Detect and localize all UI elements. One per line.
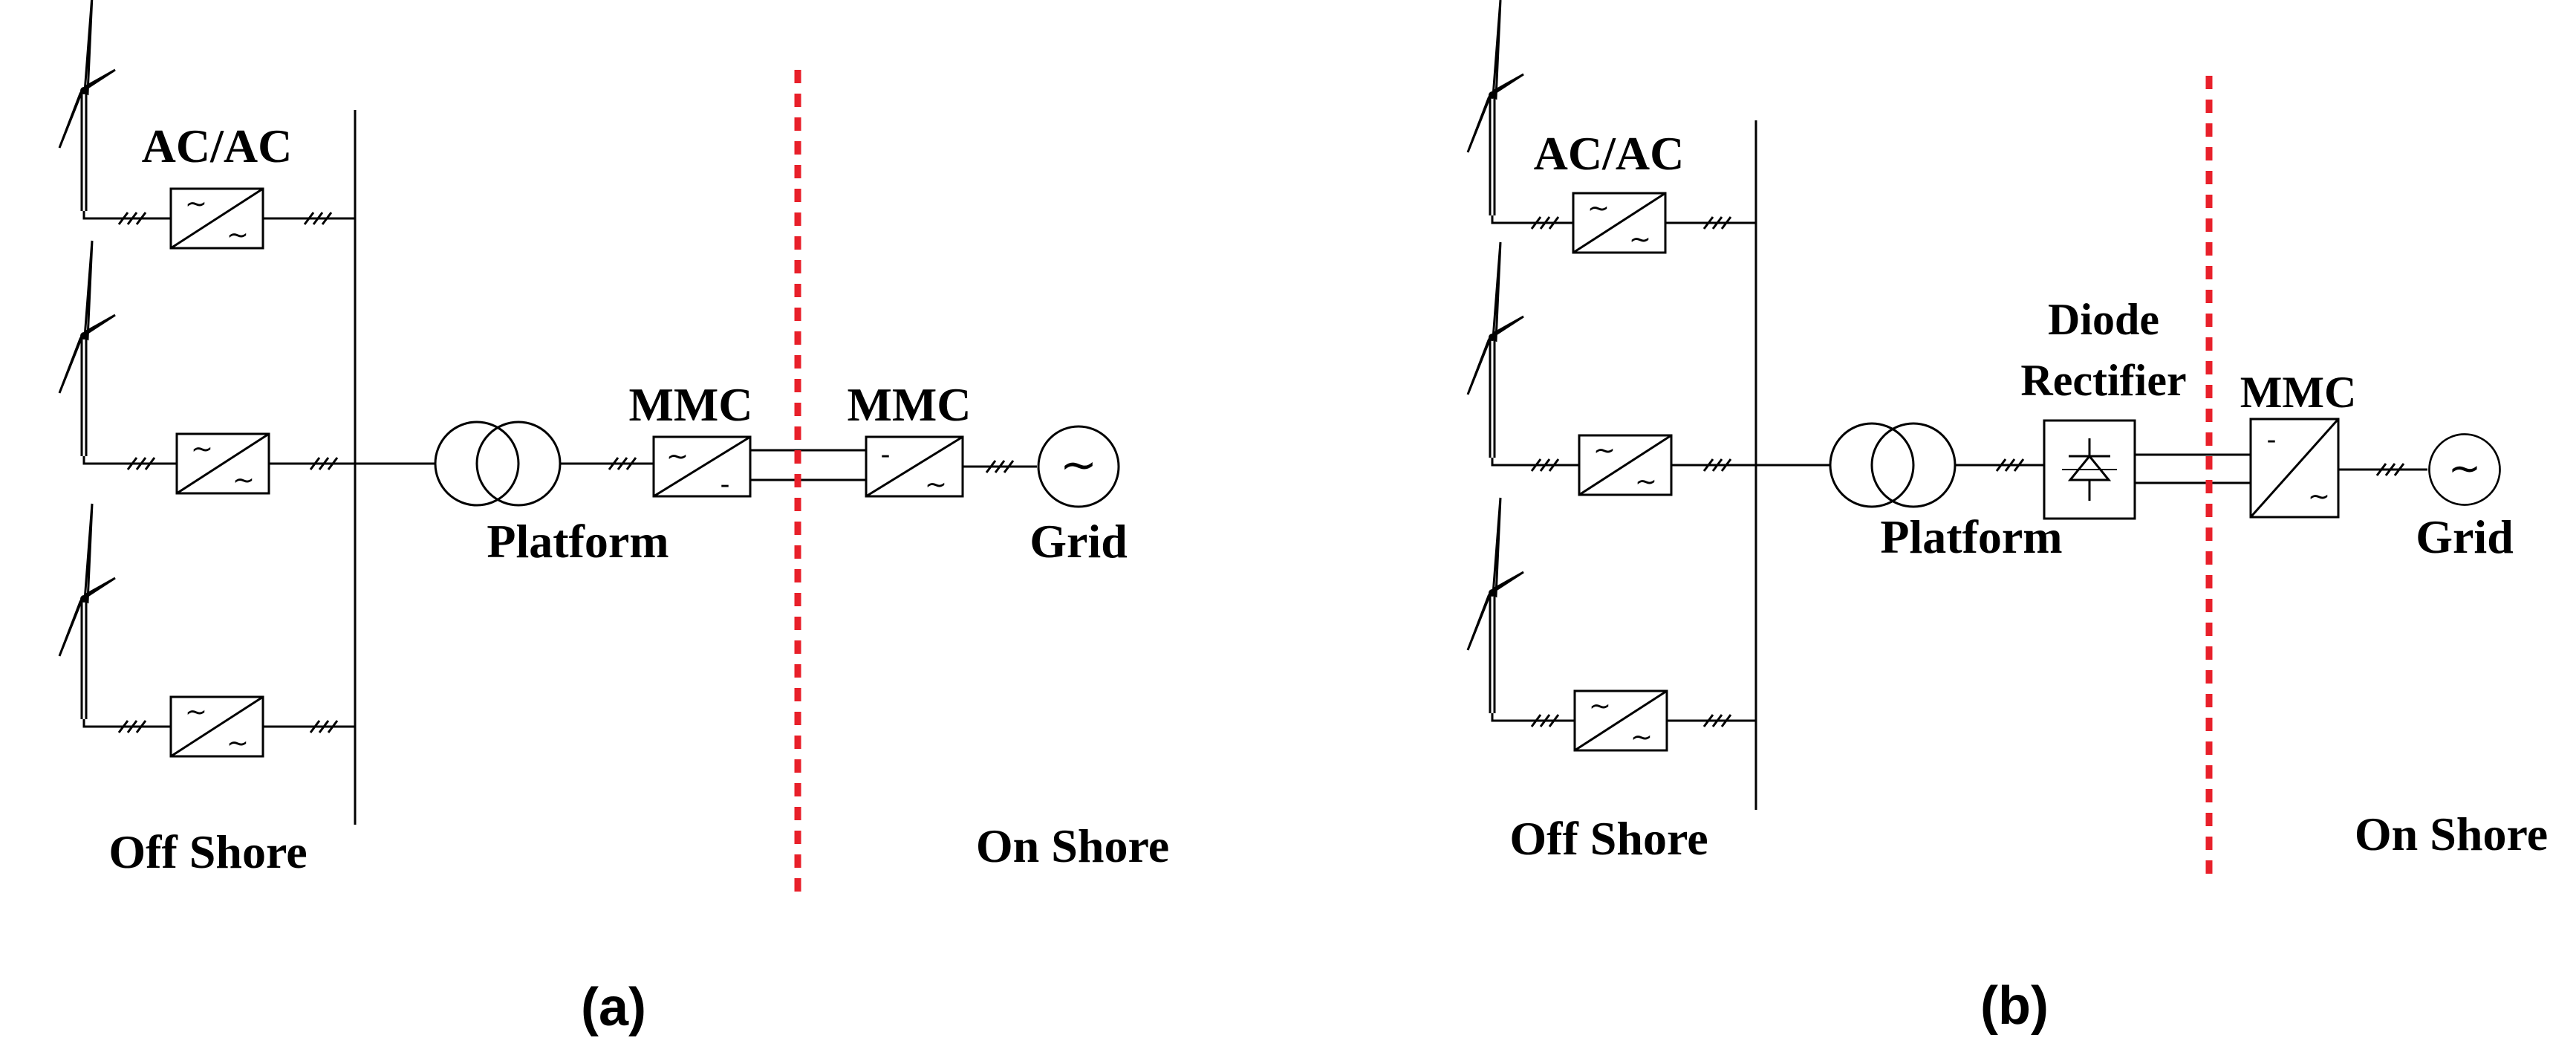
wind-turbine-icon <box>1466 496 1525 722</box>
converter-icon <box>1578 434 1673 499</box>
diode-rectifier <box>2043 419 2136 520</box>
platform-label: Platform <box>487 515 669 568</box>
mmc-offshore-label: MMC <box>628 378 752 431</box>
grid-label: Grid <box>2416 510 2514 563</box>
diode-label-line2: Rectifier <box>2020 356 2186 405</box>
turbine-branch-3-a <box>58 502 355 760</box>
three-phase-marker-icon <box>2375 462 2405 477</box>
three-phase-marker-icon <box>1530 713 1560 728</box>
three-phase-marker-icon <box>309 719 339 734</box>
caption-a: (a) <box>581 978 646 1037</box>
converter-icon: ~ <box>2308 481 2330 512</box>
offshore-label: Off Shore <box>108 825 307 878</box>
three-phase-marker-icon <box>985 459 1015 474</box>
three-phase-marker-icon <box>1995 458 2025 473</box>
wind-turbine-icon <box>1466 241 1525 467</box>
converter-label: AC/AC <box>142 120 293 172</box>
converter-icon <box>1573 689 1668 754</box>
converter-icon <box>175 432 270 497</box>
converter-icon: ~ <box>666 441 689 472</box>
wind-turbine-icon <box>1466 0 1525 224</box>
wind-turbine-icon <box>58 0 117 220</box>
three-phase-marker-icon <box>117 211 147 226</box>
mmc-onshore-a: - ~ <box>865 435 964 500</box>
three-phase-marker-icon <box>1530 458 1560 473</box>
grid-label: Grid <box>1030 515 1128 568</box>
three-phase-marker-icon <box>608 456 637 471</box>
mmc-onshore-label: MMC <box>2240 368 2357 417</box>
mmc-onshore-b: - ~ <box>2249 418 2340 519</box>
panel-a: AC/AC ~ - MMC - ~ MMC Platform Grid <box>58 0 1169 1037</box>
converter-icon <box>169 187 264 252</box>
converter-icon: ~ <box>925 470 947 500</box>
caption-b: (b) <box>1980 976 2049 1036</box>
three-phase-marker-icon <box>1702 713 1732 728</box>
wind-turbine-icon <box>58 502 117 728</box>
turbine-branch-3-b <box>1466 496 1756 754</box>
onshore-label: On Shore <box>2355 808 2548 860</box>
offshore-label: Off Shore <box>1509 812 1708 865</box>
ac-source-icon <box>2428 433 2501 506</box>
diode-icon <box>2062 438 2117 501</box>
turbine-branch-1-a <box>58 0 355 252</box>
turbine-branch-1-b <box>1466 0 1756 256</box>
three-phase-marker-icon <box>117 719 147 734</box>
wind-turbine-icon <box>58 239 117 465</box>
svg-text:-: - <box>881 440 891 470</box>
turbine-branch-2-a <box>58 239 355 497</box>
three-phase-marker-icon <box>1530 215 1560 230</box>
turbine-branch-2-b <box>1466 241 1756 499</box>
platform-label: Platform <box>1880 510 2062 563</box>
mmc-offshore-a: ~ - <box>652 435 752 500</box>
transformer-icon <box>434 421 562 507</box>
three-phase-marker-icon <box>303 211 333 226</box>
converter-icon <box>1572 192 1667 256</box>
three-phase-marker-icon <box>126 456 156 471</box>
panel-b: AC/AC Diode Rectifier - ~ MMC <box>1466 0 2548 1036</box>
svg-text:-: - <box>721 470 730 500</box>
transformer-icon <box>1829 422 1957 508</box>
three-phase-marker-icon <box>1702 215 1732 230</box>
three-phase-marker-icon <box>309 456 339 471</box>
svg-text:-: - <box>2267 425 2277 455</box>
converter-label: AC/AC <box>1534 127 1685 180</box>
three-phase-marker-icon <box>1702 458 1732 473</box>
ac-source-icon <box>1037 425 1120 508</box>
mmc-onshore-label: MMC <box>847 378 971 431</box>
onshore-label: On Shore <box>976 819 1169 872</box>
converter-icon <box>169 695 264 760</box>
diode-label-line1: Diode <box>2048 295 2159 344</box>
